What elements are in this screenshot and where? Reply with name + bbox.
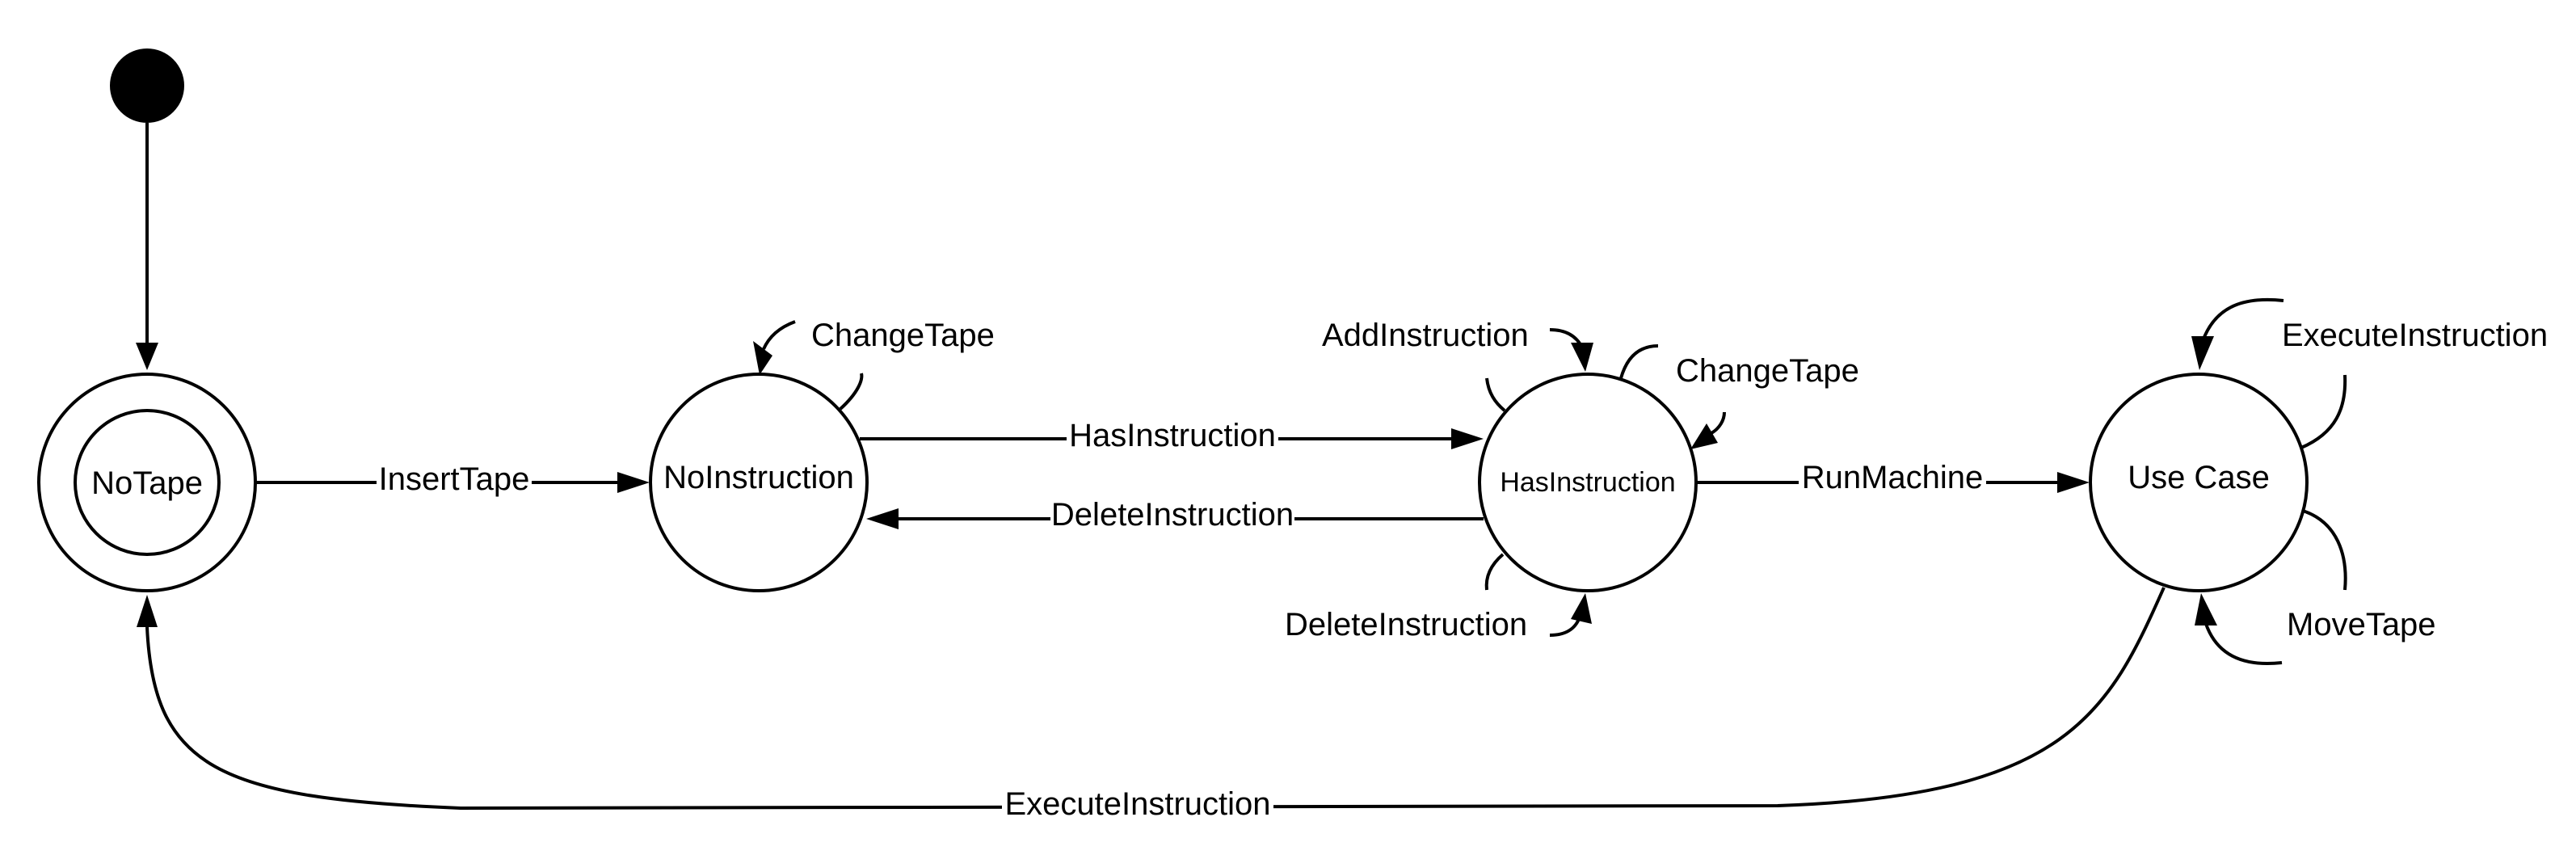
state-use-case-circle [2089, 373, 2309, 592]
self-loop-change-tape-hasinstruction-bottom [1710, 411, 1726, 435]
self-loop-move-tape-arrow [2195, 593, 2217, 625]
self-loop-delete-instruction-label: DeleteInstruction [1285, 607, 1527, 642]
edge-has-instruction-label: HasInstruction [1069, 418, 1276, 453]
edge-has-instruction-label-bg [1067, 417, 1278, 457]
edge-delete-instruction-back-label: DeleteInstruction [1051, 497, 1294, 533]
state-has-instruction-circle [1478, 373, 1698, 592]
self-loop-change-tape-hasinstruction-top [1619, 344, 1659, 379]
state-no-instruction[interactable]: NoInstruction [649, 373, 869, 592]
self-loop-move-tape-label: MoveTape [2287, 607, 2436, 642]
edge-delete-instruction-back-label-bg [1050, 496, 1294, 537]
self-loop-delete-instruction-arrow [1571, 593, 1592, 624]
self-loop-execute-instruction [2300, 374, 2347, 449]
state-no-instruction-label: NoInstruction [663, 460, 854, 495]
edge-execute-instruction-return-label: ExecuteInstruction [1004, 786, 1270, 822]
initial-state-dot [110, 48, 184, 123]
self-loop-move-tape [2302, 509, 2347, 591]
edge-insert-tape-label-bg [377, 461, 532, 501]
self-loop-change-tape-noinstruction-arrow [753, 341, 772, 375]
self-loop-change-tape-hasinstruction-label: ChangeTape [1676, 353, 1859, 389]
edge-delete-instruction-back-arrow [866, 508, 899, 529]
edge-run-machine-label: RunMachine [1802, 460, 1984, 495]
state-no-tape[interactable]: NoTape [37, 373, 257, 592]
edge-insert-tape-label: InsertTape [379, 461, 530, 497]
state-no-tape-label: NoTape [91, 465, 203, 501]
edge-has-instruction-arrow [1451, 428, 1484, 449]
edge-insert-tape-arrow [617, 472, 650, 493]
state-has-instruction[interactable]: HasInstruction [1478, 373, 1698, 592]
edge-run-machine-label-bg [1799, 459, 1986, 499]
self-loop-execute-instruction-arrow [2191, 336, 2214, 370]
self-loop-delete-instruction-left [1484, 553, 1505, 591]
state-no-instruction-circle [649, 373, 869, 592]
edge-run-machine-arrow [2057, 472, 2090, 493]
self-loop-move-tape-bottom [2204, 623, 2283, 665]
state-use-case[interactable]: Use Case [2089, 373, 2309, 592]
state-has-instruction-label: HasInstruction [1500, 467, 1675, 498]
self-loop-add-instruction-left [1485, 377, 1506, 412]
self-loop-change-tape-noinstruction-label: ChangeTape [811, 318, 995, 353]
self-loop-execute-instruction-top [2201, 297, 2284, 342]
self-loop-execute-instruction-label: ExecuteInstruction [2282, 318, 2548, 353]
self-loop-change-tape-hasinstruction-arrow [1690, 423, 1718, 449]
state-no-tape-inner [74, 409, 221, 556]
edge-execute-instruction-return-label-bg [1002, 786, 1273, 826]
self-loop-change-tape-noinstruction-top [762, 320, 796, 350]
edge-execute-instruction-return [145, 587, 2166, 811]
edge-execute-instruction-return-arrow [137, 595, 158, 627]
self-loop-add-instruction-label: AddInstruction [1322, 318, 1529, 353]
self-loop-change-tape-noinstruction [839, 373, 864, 411]
self-loop-add-instruction-arrow [1571, 343, 1593, 372]
initial-edge-arrow [136, 343, 158, 370]
state-use-case-label: Use Case [2128, 460, 2270, 495]
